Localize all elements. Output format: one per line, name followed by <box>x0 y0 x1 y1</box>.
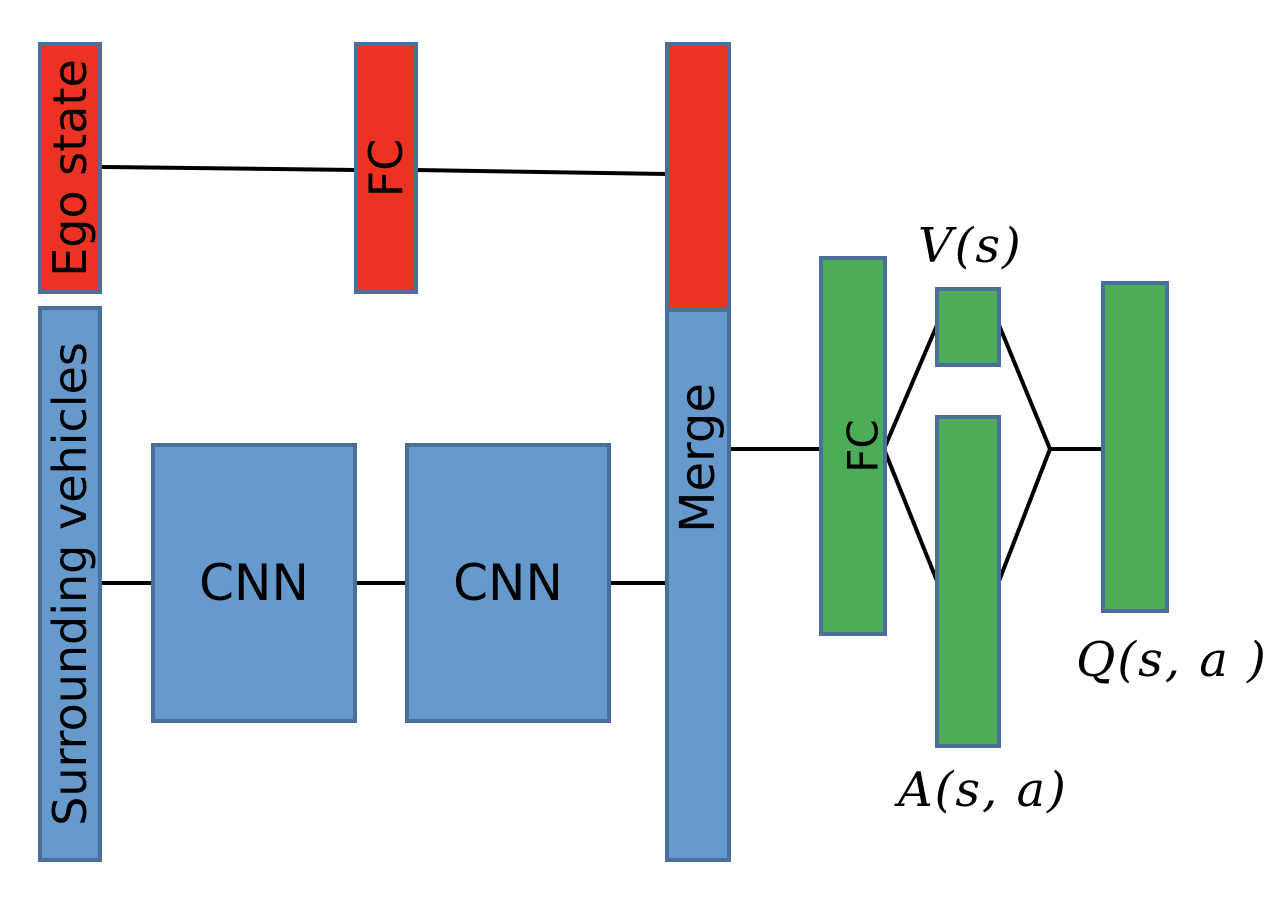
connector-ego-to-fc <box>101 165 357 172</box>
fc-ego-label: FC <box>359 138 413 198</box>
connector-fc-to-merge <box>415 168 668 176</box>
fc-ego-block: FC <box>354 42 418 294</box>
cnn-block-1: CNN <box>151 443 357 723</box>
connector-fc-to-advantage <box>882 448 939 582</box>
value-stream-block <box>935 287 1001 367</box>
cnn-2-label: CNN <box>453 554 563 612</box>
cnn-1-label: CNN <box>199 554 309 612</box>
connector-advantage-to-aggregator <box>997 448 1052 582</box>
surrounding-vehicles-block: Surrounding vehicles <box>38 306 102 862</box>
merge-label: Merge <box>670 383 726 533</box>
surrounding-vehicles-label: Surrounding vehicles <box>43 342 97 826</box>
fc-main-block: FC <box>819 256 888 636</box>
cnn-block-2: CNN <box>405 443 611 723</box>
connector-value-to-aggregator <box>997 324 1052 450</box>
fc-main-label: FC <box>838 419 888 473</box>
connector-fc-to-value <box>882 324 939 450</box>
value-stream-label: V(s) <box>918 218 1023 274</box>
merge-block: Merge <box>665 42 731 862</box>
q-output-label: Q(s, a ) <box>1076 632 1268 688</box>
ego-state-block: Ego state <box>38 42 102 294</box>
advantage-stream-block <box>935 415 1001 748</box>
ego-state-label: Ego state <box>43 59 97 277</box>
q-output-block <box>1101 281 1169 613</box>
advantage-stream-label: A(s, a) <box>898 762 1068 818</box>
